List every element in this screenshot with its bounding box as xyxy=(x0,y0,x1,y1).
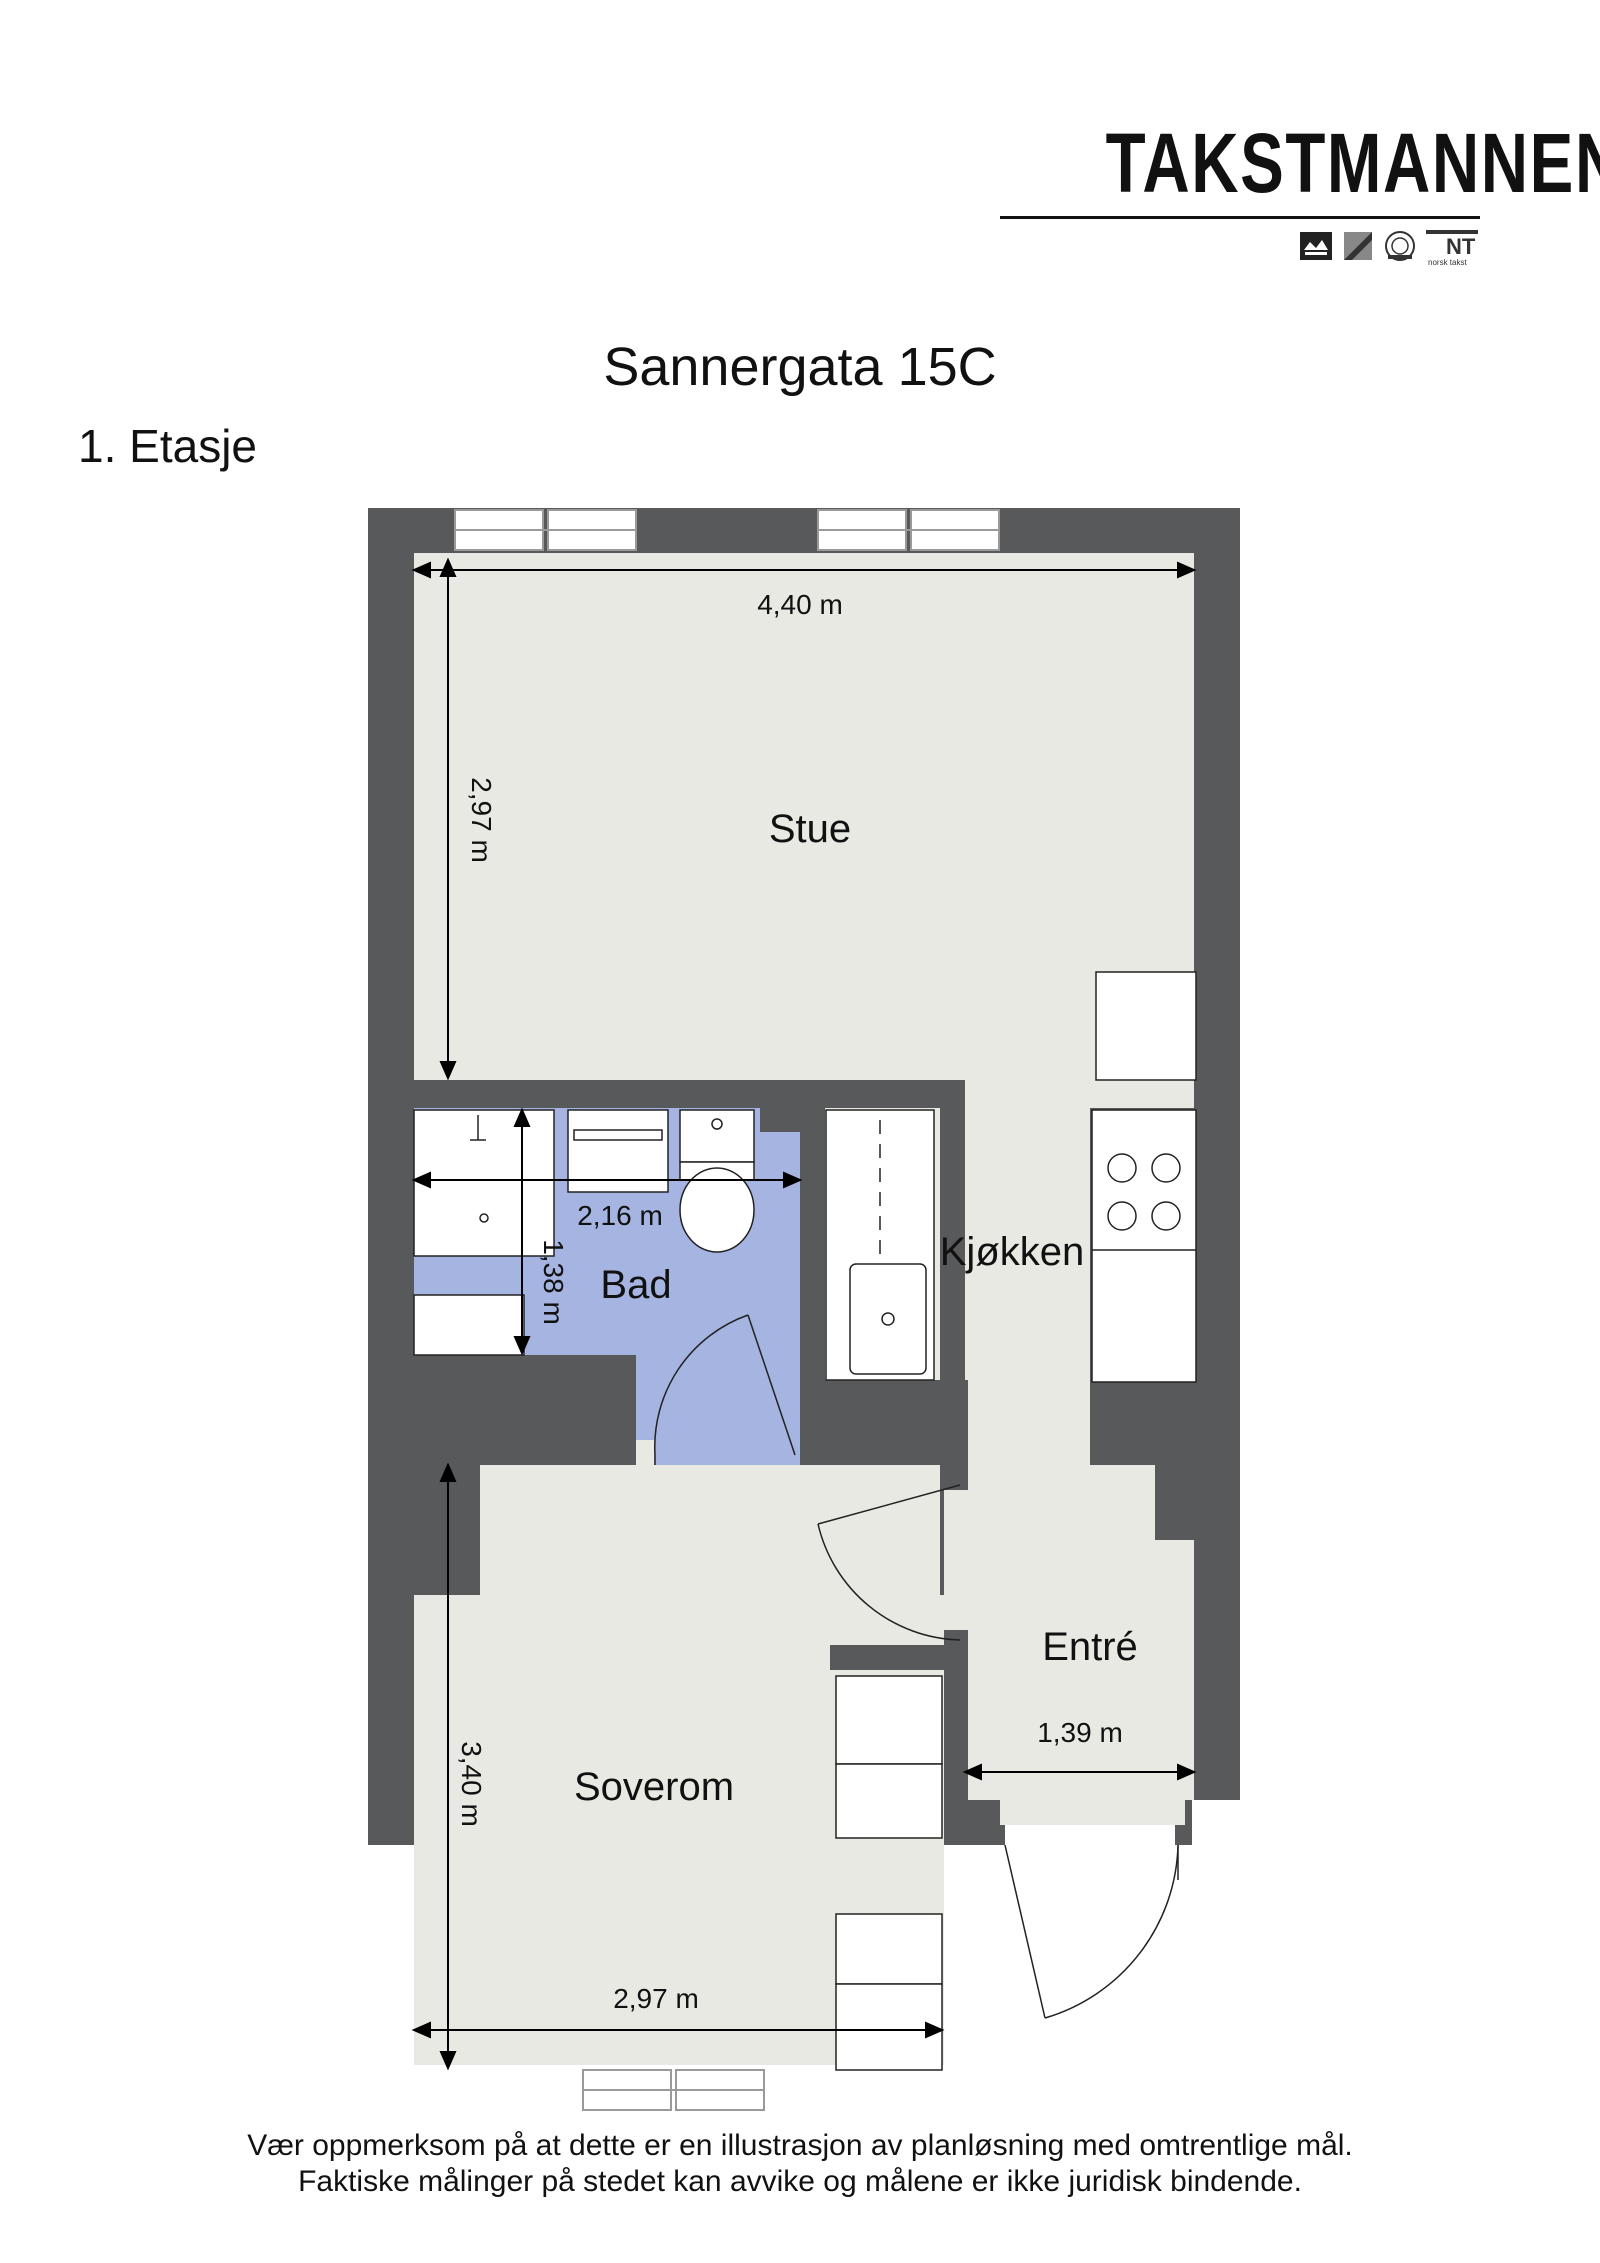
shower xyxy=(413,1109,555,1257)
room-label-soverom: Soverom xyxy=(574,1765,734,1809)
dim-soverom-width: 2,97 m xyxy=(613,1983,699,2014)
bedroom-door-swing xyxy=(817,1523,961,1641)
stove-counter xyxy=(1091,1109,1197,1383)
entre-floor xyxy=(968,1380,1090,1800)
dim-stue-depth: 2,97 m xyxy=(466,777,497,863)
floor-label: 1. Etasje xyxy=(78,420,257,472)
sink xyxy=(849,1263,927,1375)
room-label-entre: Entré xyxy=(1042,1625,1138,1669)
stripe-logo-icon xyxy=(1344,232,1372,260)
disclaimer-line-1: Vær oppmerksom på at dette er en illustr… xyxy=(247,2129,1353,2162)
disclaimer-line-2: Faktiske målinger på stedet kan avvike o… xyxy=(298,2165,1302,2198)
floor-areas xyxy=(414,553,1194,2065)
stue-floor xyxy=(414,553,1194,1080)
windows xyxy=(454,509,1000,2111)
dimension-lines xyxy=(411,557,1197,2071)
nt-logo-icon: NT norsk takst xyxy=(1426,230,1478,267)
kitchen-fixtures xyxy=(825,971,1197,1383)
brand-divider xyxy=(1000,216,1480,219)
svg-text:norsk takst: norsk takst xyxy=(1428,258,1467,267)
certification-logos: NT norsk takst xyxy=(1300,230,1478,267)
disclaimer: Vær oppmerksom på at dette er en illustr… xyxy=(0,2128,1600,2200)
dim-soverom-depth: 3,40 m xyxy=(456,1741,487,1827)
exterior-space xyxy=(985,1845,1240,2263)
doors xyxy=(636,1314,1179,2019)
toilet-tank xyxy=(679,1109,755,1163)
washer xyxy=(413,1294,525,1356)
room-label-kjokken: Kjøkken xyxy=(940,1230,1085,1274)
house-logo-icon xyxy=(1300,232,1332,260)
page-title: Sannergata 15C xyxy=(603,337,997,397)
bathroom-fixtures xyxy=(413,1109,755,1356)
room-labels: Stue Kjøkken Bad Soverom Entré xyxy=(574,807,1138,1809)
svg-text:NT: NT xyxy=(1446,234,1476,259)
washbasin xyxy=(567,1109,669,1193)
bath-door-swing xyxy=(654,1314,749,1456)
dim-stue-width: 4,40 m xyxy=(757,589,843,620)
bedroom-fixtures xyxy=(835,1675,943,2071)
room-label-stue: Stue xyxy=(769,807,851,851)
dim-entre-width: 1,39 m xyxy=(1037,1717,1123,1748)
wardrobe-1 xyxy=(835,1675,943,1765)
dim-bad-depth: 1,38 m xyxy=(538,1239,569,1325)
hall-floor xyxy=(480,1465,940,1595)
wardrobe-2 xyxy=(835,1913,943,1985)
seal-logo-icon xyxy=(1385,231,1415,261)
dimension-labels: 4,40 m 2,97 m 2,16 m 1,38 m 3,40 m 2,97 … xyxy=(456,589,1123,2014)
fridge xyxy=(1095,971,1197,1081)
room-label-bad: Bad xyxy=(600,1263,671,1307)
dim-bad-width: 2,16 m xyxy=(577,1200,663,1231)
entry-door-swing xyxy=(1044,1844,1179,2019)
